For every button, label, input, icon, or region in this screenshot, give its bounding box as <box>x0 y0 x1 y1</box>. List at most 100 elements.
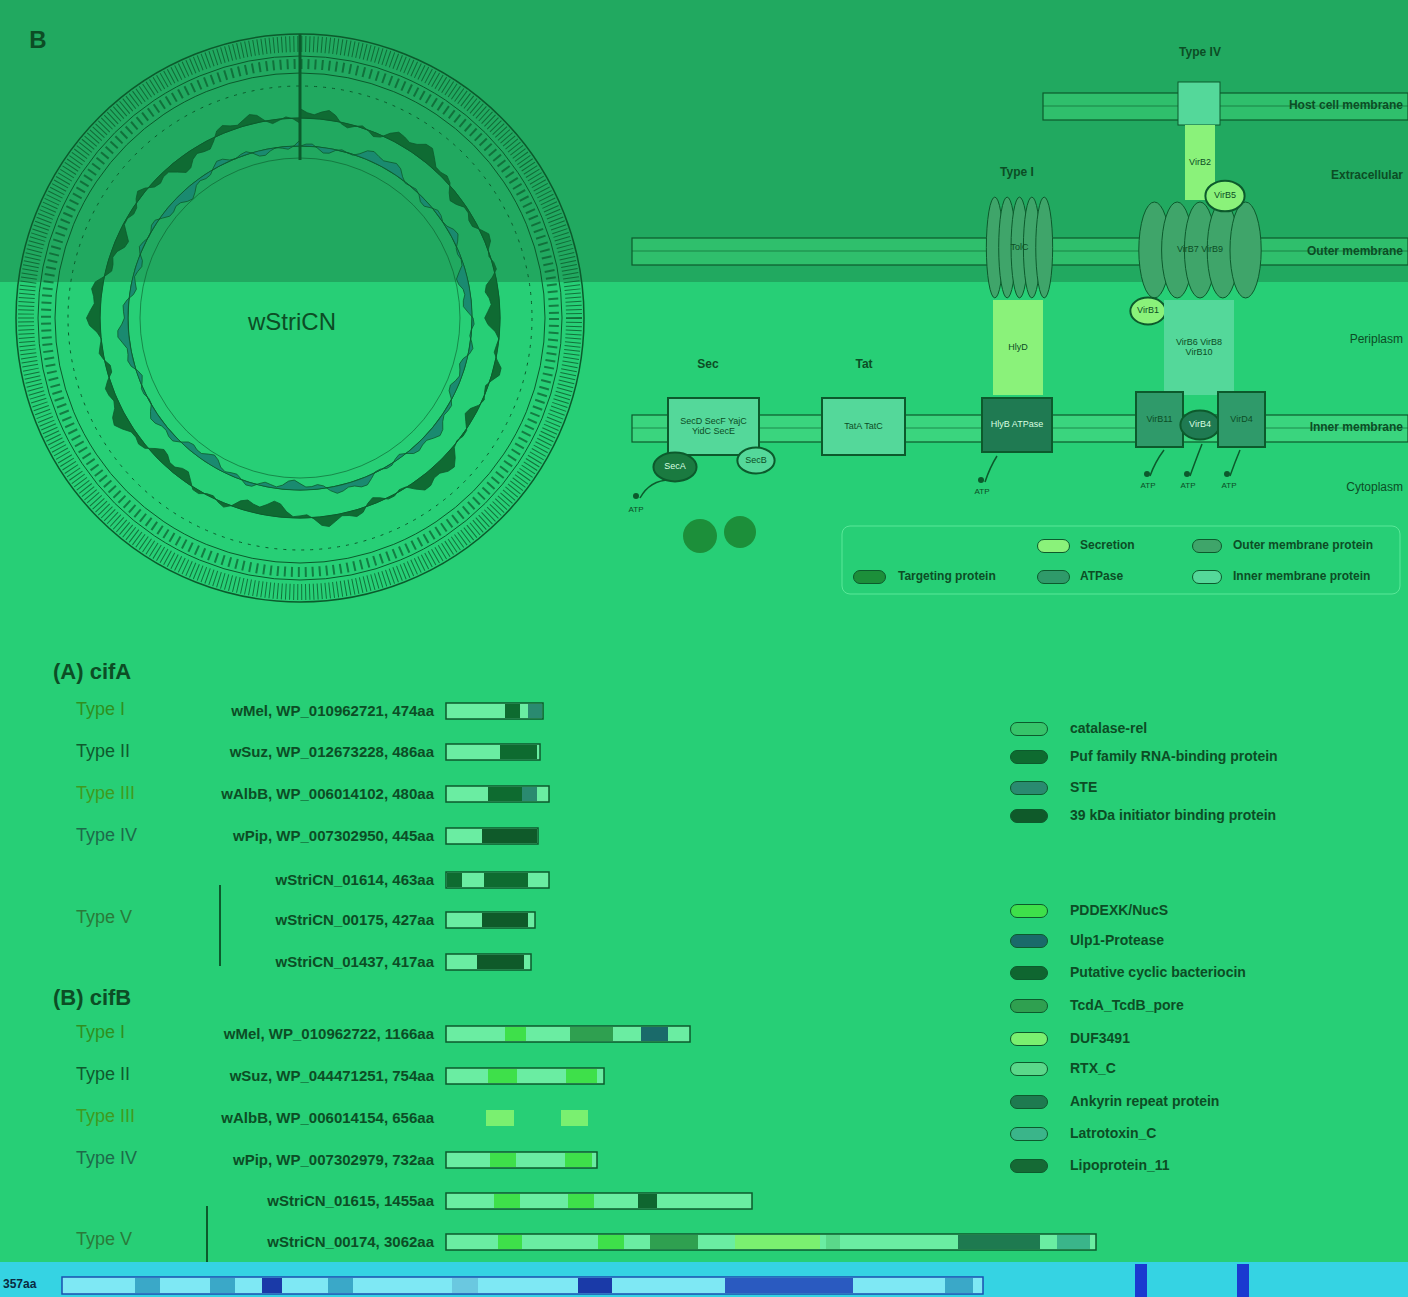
text-label: wStriCN_00175, 427aa <box>276 912 434 929</box>
protein-name: SecD SecF YajC YidC SecE <box>668 416 759 438</box>
text-label: 357aa <box>3 1278 36 1291</box>
text-label: Type V <box>76 1230 132 1250</box>
text-label: Type I <box>76 1023 125 1043</box>
text-label: wPip, WP_007302979, 732aa <box>233 1152 434 1169</box>
legend-text: ATPase <box>1080 570 1123 583</box>
text-label: ATP <box>975 488 990 497</box>
text-label: wSuz, WP_012673228, 486aa <box>230 744 434 761</box>
protein-shape: TatA TatC <box>822 398 905 455</box>
protein-name: SecB <box>743 455 769 467</box>
text-label: Type IV <box>76 1149 137 1169</box>
legend-text: RTX_C <box>1070 1061 1116 1076</box>
protein-name: VirB7 VirB9 <box>1175 244 1225 256</box>
text-label: wAlbB, WP_006014102, 480aa <box>221 786 434 803</box>
text-label: Type IV <box>76 826 137 846</box>
text-label: Sec <box>697 358 718 371</box>
protein-shape: SecB <box>737 447 775 474</box>
text-label: Cytoplasm <box>1346 481 1403 494</box>
text-label: wStriCN_01437, 417aa <box>276 954 434 971</box>
text-label: wMel, WP_010962721, 474aa <box>231 703 434 720</box>
protein-shape: VirB6 VirB8 VirB10 <box>1164 300 1234 395</box>
protein-shape: SecD SecF YajC YidC SecE <box>668 398 759 455</box>
legend-swatch <box>1010 904 1048 918</box>
text-label: Periplasm <box>1350 333 1403 346</box>
legend-swatch <box>1010 999 1048 1013</box>
text-label: Inner membrane <box>1310 421 1403 434</box>
protein-name: VirB11 <box>1144 414 1174 426</box>
legend-swatch <box>1010 934 1048 948</box>
text-label: ATP <box>629 506 644 515</box>
text-label: ATP <box>1141 482 1156 491</box>
text-label: Type I <box>1000 166 1034 179</box>
text-label: B <box>29 27 46 53</box>
legend-text: TcdA_TcdB_pore <box>1070 998 1184 1013</box>
legend-text: PDDEXK/NucS <box>1070 903 1168 918</box>
text-label: wStriCN_01614, 463aa <box>276 872 434 889</box>
text-label: wStriCN <box>248 309 336 335</box>
text-label: Type I <box>76 700 125 720</box>
text-label: Host cell membrane <box>1289 99 1403 112</box>
text-label: (B) cifB <box>53 986 131 1010</box>
protein-name: VirD4 <box>1228 414 1254 426</box>
text-label: Type II <box>76 1065 130 1085</box>
legend-text: catalase-rel <box>1070 721 1147 736</box>
text-label: ATP <box>1222 482 1237 491</box>
protein-shape: VirB7 VirB9 <box>1140 200 1260 300</box>
protein-shape: VirB5 <box>1205 180 1245 212</box>
legend-text: Latrotoxin_C <box>1070 1126 1156 1141</box>
protein-shape: VirB1 <box>1130 297 1166 325</box>
text-label: Outer membrane <box>1307 245 1403 258</box>
legend-text: STE <box>1070 780 1097 795</box>
legend-swatch <box>1192 570 1222 584</box>
protein-name: HlyD <box>1006 342 1030 354</box>
legend-swatch <box>1037 539 1070 553</box>
text-label: ATP <box>1181 482 1196 491</box>
protein-shape: TolC <box>987 195 1052 300</box>
legend-text: Outer membrane protein <box>1233 539 1373 552</box>
legend-swatch <box>1010 781 1048 795</box>
legend-text: Secretion <box>1080 539 1135 552</box>
text-label: (A) cifA <box>53 660 131 684</box>
text-label: Type III <box>76 784 135 804</box>
text-label: Tat <box>855 358 872 371</box>
legend-swatch <box>1010 1062 1048 1076</box>
text-label: Type II <box>76 742 130 762</box>
protein-shape: HlyD <box>993 300 1043 395</box>
protein-name: VirB4 <box>1187 419 1213 431</box>
legend-text: Putative cyclic bacteriocin <box>1070 965 1246 980</box>
protein-shape: VirD4 <box>1218 392 1265 447</box>
legend-swatch <box>1010 809 1048 823</box>
protein-name: TatA TatC <box>842 421 884 433</box>
text-label: wMel, WP_010962722, 1166aa <box>224 1026 434 1043</box>
legend-text: Ankyrin repeat protein <box>1070 1094 1219 1109</box>
text-label: Type III <box>76 1107 135 1127</box>
legend-swatch <box>1010 1032 1048 1046</box>
legend-swatch <box>1010 750 1048 764</box>
legend-swatch <box>1010 1159 1048 1173</box>
protein-shape: SecA <box>653 452 697 482</box>
legend-text: Puf family RNA-binding protein <box>1070 749 1278 764</box>
protein-name: TolC <box>1008 242 1030 254</box>
legend-swatch <box>853 570 886 584</box>
legend-swatch <box>1010 1127 1048 1141</box>
legend-swatch <box>1192 539 1222 553</box>
text-label: wStriCN_01615, 1455aa <box>267 1193 434 1210</box>
text-label: wStriCN_00174, 3062aa <box>267 1234 434 1251</box>
protein-name: VirB5 <box>1212 190 1238 202</box>
legend-text: Targeting protein <box>898 570 996 583</box>
protein-name: SecA <box>662 461 688 473</box>
legend-text: Inner membrane protein <box>1233 570 1370 583</box>
text-label: wAlbB, WP_006014154, 656aa <box>221 1110 434 1127</box>
legend-swatch <box>1037 570 1070 584</box>
protein-name: VirB6 VirB8 VirB10 <box>1164 337 1234 359</box>
text-label: wSuz, WP_044471251, 754aa <box>230 1068 434 1085</box>
legend-text: Ulp1-Protease <box>1070 933 1164 948</box>
protein-name: VirB2 <box>1187 157 1213 169</box>
text-label: wPip, WP_007302950, 445aa <box>233 828 434 845</box>
legend-swatch <box>1010 722 1048 736</box>
protein-shape: VirB11 <box>1136 392 1183 447</box>
text-label: Extracellular <box>1331 169 1403 182</box>
protein-name: HlyB ATPase <box>989 419 1045 431</box>
text-label: Type IV <box>1179 46 1221 59</box>
legend-swatch <box>1010 1095 1048 1109</box>
